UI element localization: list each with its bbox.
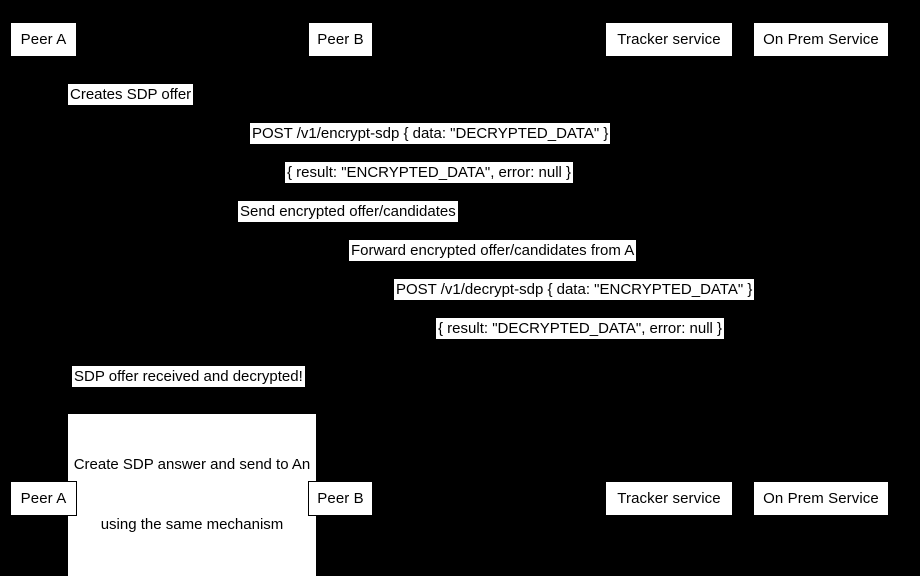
participant-label: On Prem Service <box>763 31 879 48</box>
message-label-forward-encrypted-offer: Forward encrypted offer/candidates from … <box>349 240 637 261</box>
participant-header-peer-a[interactable]: Peer A <box>10 22 77 57</box>
message-label-post-decrypt-sdp: POST /v1/decrypt-sdp { data: "ENCRYPTED_… <box>394 279 755 300</box>
arrow-creates-sdp-offer <box>43 104 821 105</box>
message-label-send-encrypted-offer: Send encrypted offer/candidates <box>238 201 458 222</box>
lifeline-peer-a <box>43 57 44 481</box>
arrow-head-post-encrypt-sdp <box>812 138 821 148</box>
lifeline-peer-b <box>340 57 341 481</box>
message-label-line-2: using the same mechanism <box>100 516 284 533</box>
message-label-creates-sdp-offer: Creates SDP offer <box>68 84 194 105</box>
participant-header-on-prem-service[interactable]: On Prem Service <box>753 22 889 57</box>
arrow-head-send-encrypted-offer <box>659 216 668 226</box>
arrow-head-encrypt-sdp-result <box>43 177 52 187</box>
participant-footer-peer-b[interactable]: Peer B <box>308 481 373 516</box>
message-label-sdp-offer-received: SDP offer received and decrypted! <box>72 366 305 387</box>
message-label-encrypt-sdp-result: { result: "ENCRYPTED_DATA", error: null … <box>285 162 574 183</box>
message-label-line-1: Create SDP answer and send to An <box>73 456 311 473</box>
participant-label: Tracker service <box>617 490 721 507</box>
participant-label: Tracker service <box>617 31 721 48</box>
arrow-head-forward-encrypted-offer <box>340 255 349 265</box>
participant-label: On Prem Service <box>763 490 879 507</box>
arrow-head-post-decrypt-sdp <box>812 294 821 304</box>
participant-footer-on-prem-service[interactable]: On Prem Service <box>753 481 889 516</box>
sequence-diagram: Peer A Peer B Tracker service On Prem Se… <box>10 22 889 576</box>
message-label-decrypt-sdp-result: { result: "DECRYPTED_DATA", error: null … <box>436 318 725 339</box>
participant-header-tracker-service[interactable]: Tracker service <box>605 22 733 57</box>
participant-header-peer-b[interactable]: Peer B <box>308 22 373 57</box>
lifeline-tracker-service <box>668 57 669 481</box>
participant-label: Peer A <box>20 31 67 48</box>
participant-footer-peer-a[interactable]: Peer A <box>10 481 77 516</box>
participant-label: Peer B <box>317 490 364 507</box>
message-label-post-encrypt-sdp: POST /v1/encrypt-sdp { data: "DECRYPTED_… <box>250 123 611 144</box>
participant-label: Peer B <box>317 31 364 48</box>
arrow-head-decrypt-sdp-result <box>340 333 349 343</box>
participant-label: Peer A <box>20 490 67 507</box>
lifeline-on-prem-service <box>821 57 822 481</box>
participant-footer-tracker-service[interactable]: Tracker service <box>605 481 733 516</box>
message-label-create-sdp-answer: Create SDP answer and send to An using t… <box>68 414 316 576</box>
